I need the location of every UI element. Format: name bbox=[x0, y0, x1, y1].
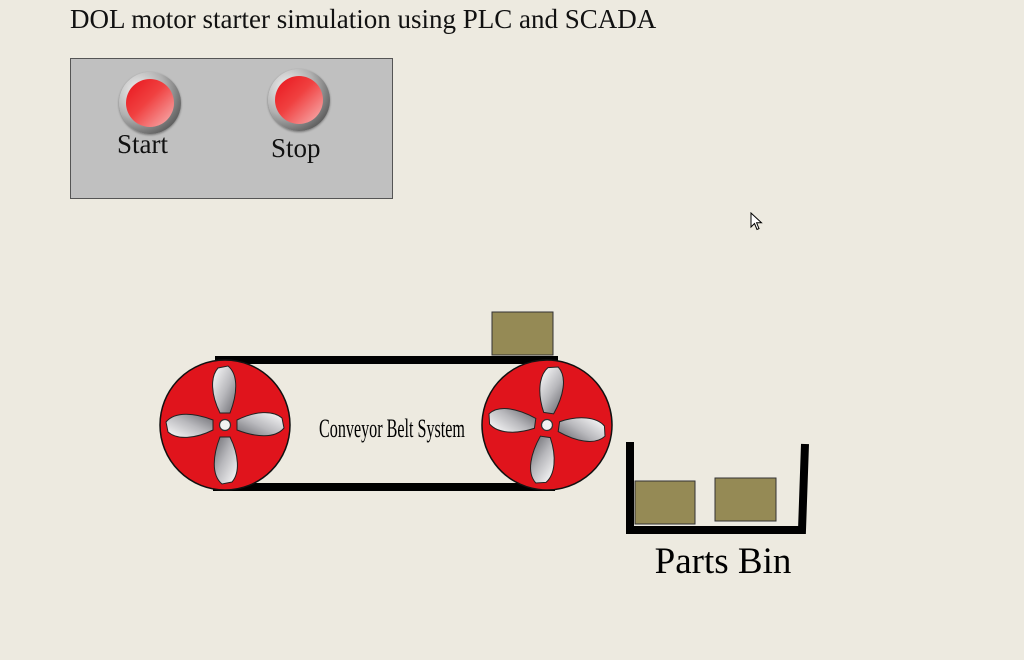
control-panel: Start Stop bbox=[70, 58, 393, 199]
start-button-cap bbox=[126, 79, 174, 127]
part-box-in-bin-1 bbox=[634, 480, 696, 525]
belt-top bbox=[215, 356, 558, 364]
start-button[interactable] bbox=[119, 72, 181, 134]
parts-bin bbox=[626, 442, 809, 534]
stop-label: Stop bbox=[271, 133, 321, 163]
parts-bin-label: Parts Bin bbox=[655, 541, 792, 582]
stop-button[interactable] bbox=[268, 69, 330, 131]
left-pulley-icon bbox=[160, 360, 290, 490]
conveyor-label: Conveyor Belt System bbox=[319, 414, 465, 443]
page-title: DOL motor starter simulation using PLC a… bbox=[70, 4, 657, 34]
start-label: Start bbox=[117, 129, 168, 159]
belt-bottom bbox=[213, 483, 555, 491]
right-pulley-icon bbox=[474, 352, 621, 499]
stop-button-cap bbox=[275, 76, 323, 124]
mouse-pointer-icon bbox=[750, 212, 763, 231]
part-box-on-belt bbox=[491, 311, 554, 356]
part-box-in-bin-2 bbox=[714, 477, 777, 522]
